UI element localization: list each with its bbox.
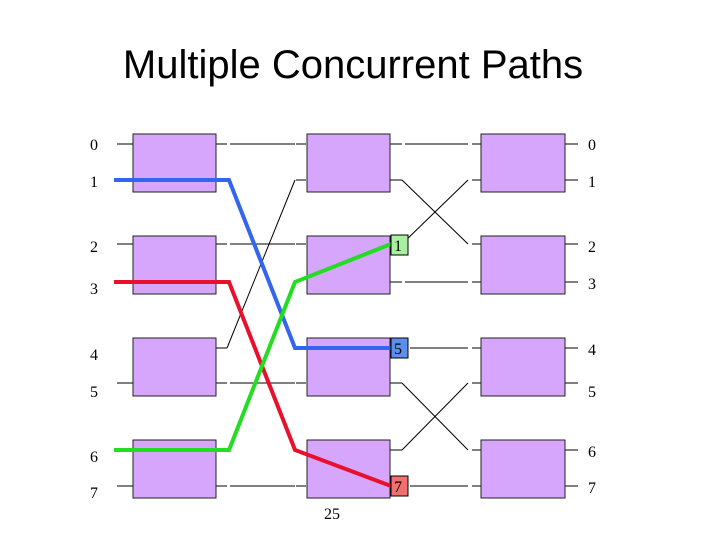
output-port-label: 1	[588, 174, 596, 191]
switch-box	[132, 133, 217, 193]
output-port-label: 0	[588, 137, 596, 154]
output-port-label: 2	[588, 239, 596, 256]
switch-stage-3	[480, 133, 566, 499]
input-port-label: 5	[90, 384, 98, 401]
page-number: 25	[324, 506, 340, 523]
output-port-label: 7	[588, 480, 596, 497]
output-port-label: 6	[588, 444, 596, 461]
switch-box	[306, 133, 391, 193]
switch-box	[480, 439, 566, 499]
path-blue	[114, 178, 391, 350]
switch-stage-2	[306, 133, 391, 499]
output-port-label: 5	[588, 384, 596, 401]
input-port-label: 0	[90, 137, 98, 154]
switch-box	[306, 235, 391, 295]
switch-box	[480, 235, 566, 295]
switch-box	[480, 337, 566, 397]
destination-tag-blue: 5	[390, 337, 409, 359]
destination-tag-red: 7	[390, 475, 409, 497]
input-port-label: 2	[90, 239, 98, 256]
tag-label: 7	[394, 479, 402, 496]
switch-stage-1	[132, 133, 217, 499]
input-port-label: 6	[90, 449, 98, 466]
output-port-label: 4	[588, 342, 596, 359]
tag-label: 5	[394, 341, 402, 358]
switch-box	[132, 235, 217, 295]
input-port-label: 1	[90, 174, 98, 191]
switch-box	[480, 133, 566, 193]
switch-box	[132, 337, 217, 397]
output-port-label: 3	[588, 276, 596, 293]
input-port-label: 7	[90, 485, 98, 502]
path-green	[114, 242, 392, 452]
input-port-labels: 0 1 2 3 4 5 6 7	[90, 137, 98, 502]
output-port-labels: 0 1 2 3 4 5 6 7	[588, 137, 596, 497]
input-port-label: 4	[90, 347, 98, 364]
wires	[117, 143, 578, 487]
slide-title: Multiple Concurrent Paths	[123, 43, 583, 87]
destination-tag-green: 1	[390, 234, 409, 256]
input-port-label: 3	[90, 281, 98, 298]
tag-label: 1	[394, 238, 402, 255]
